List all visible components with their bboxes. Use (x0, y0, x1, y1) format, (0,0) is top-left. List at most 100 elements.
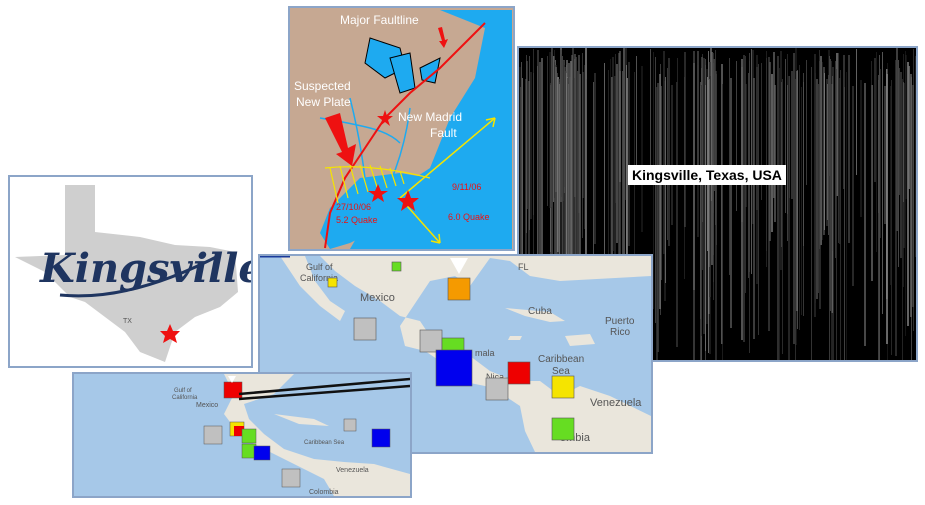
noise-streak (903, 54, 904, 287)
noise-streak (655, 57, 656, 323)
noise-streak (801, 87, 802, 315)
noise-streak (594, 73, 596, 244)
noise-streak (539, 62, 541, 275)
noise-streak (697, 51, 699, 180)
noise-streak (563, 61, 564, 324)
baja (280, 256, 345, 321)
noise-streak (908, 66, 910, 189)
label-new-plate: New Plate (296, 95, 351, 109)
noise-streak (860, 80, 862, 217)
map-panel-small: Gulf of California Mexico Caribbean Sea … (72, 372, 412, 498)
quake-star-madrid (377, 110, 393, 126)
noise-streak (570, 61, 572, 282)
noise-streak (549, 52, 551, 208)
noise-streak (562, 56, 563, 329)
noise-streak (836, 69, 837, 360)
faultline-arrow (438, 27, 448, 48)
noise-streak (835, 61, 836, 258)
noise-streak (852, 86, 854, 286)
noise-streak (816, 79, 818, 299)
noise-streak (766, 58, 767, 267)
label-california-small: California (172, 395, 198, 401)
label-cuba: Cuba (528, 306, 552, 317)
arrow-line-1 (399, 117, 496, 199)
map-marker[interactable] (485, 377, 509, 401)
noise-streak (641, 66, 643, 232)
noise-streak (593, 82, 594, 307)
texas-map-graphic: Kingsville TX (15, 185, 251, 362)
map-marker[interactable] (419, 329, 443, 353)
noise-streak (697, 65, 699, 237)
noise-streak (886, 74, 888, 344)
map-marker[interactable] (391, 261, 402, 272)
map-marker[interactable] (551, 417, 575, 441)
jamaica-shape (508, 336, 522, 340)
noise-streak (905, 51, 906, 336)
map-marker[interactable] (447, 277, 471, 301)
noise-streak (745, 84, 747, 207)
map-marker[interactable] (551, 375, 575, 399)
marker-blue-2 (371, 428, 391, 448)
noise-streak (749, 53, 750, 272)
noise-streak (533, 49, 534, 360)
map-marker[interactable] (353, 317, 377, 341)
noise-streak (743, 55, 745, 342)
noise-streak (876, 52, 877, 252)
hispaniola-shape (565, 334, 595, 346)
label-major-faultline: Major Faultline (340, 13, 419, 27)
label-venezuela-small: Venezuela (336, 467, 369, 474)
noise-streak (604, 63, 605, 320)
state-abbr: TX (123, 318, 132, 325)
noise-streak (882, 52, 883, 314)
label-fl: FL (518, 262, 529, 272)
noise-streak (905, 55, 907, 199)
map-marker[interactable] (327, 277, 338, 288)
cuba-shape (505, 308, 565, 322)
noise-streak (761, 63, 762, 200)
noise-streak (537, 66, 538, 350)
label-caribbean-small: Caribbean Sea (304, 440, 345, 446)
noise-streak (572, 80, 573, 333)
marker-gray-3 (281, 468, 301, 488)
noise-streak (556, 71, 557, 256)
arrow-head-1 (485, 117, 496, 128)
noise-streak (830, 59, 831, 311)
noise-streak (541, 58, 543, 277)
noise-streak (650, 49, 651, 181)
new-plate-hatch (324, 164, 431, 204)
noise-streak (522, 78, 523, 288)
map-marker[interactable] (507, 361, 531, 385)
noise-streak (736, 61, 737, 211)
noise-streak (684, 52, 686, 227)
noise-streak (819, 61, 821, 309)
label-venezuela: Venezuela (590, 397, 642, 409)
label-fault: Fault (430, 126, 457, 140)
map-marker[interactable] (435, 349, 473, 387)
noise-streak (667, 68, 668, 240)
marker-gray (203, 425, 223, 445)
noise-streak (781, 82, 782, 247)
noise-streak (782, 79, 783, 354)
map-panel-large: Gulf of California Mexico FL Cuba Puerto… (258, 254, 653, 454)
label-nica: Nica (486, 372, 504, 382)
noise-streak (768, 57, 770, 331)
marker-red (223, 381, 243, 399)
noise-streak (824, 73, 825, 230)
fault-map-panel: Major Faultline Suspected New Plate New … (288, 6, 515, 251)
noise-streak (846, 72, 847, 360)
noise-streak (874, 58, 876, 182)
label-mexico-small: Mexico (196, 402, 218, 409)
noise-streak (574, 54, 576, 197)
noise-streak (722, 84, 723, 360)
noise-streak (550, 85, 551, 252)
noise-streak (659, 74, 661, 309)
label-quake-1-date: 27/10/06 (336, 202, 371, 212)
noise-streak (838, 53, 839, 243)
arrow-head-2 (430, 233, 441, 244)
selection-pointer (450, 258, 468, 274)
logo-swash (59, 253, 221, 298)
noise-streak (551, 50, 552, 207)
noise-streak (610, 59, 611, 337)
label-gulf-small: Gulf of (174, 388, 192, 394)
quake-star-1 (368, 184, 388, 202)
